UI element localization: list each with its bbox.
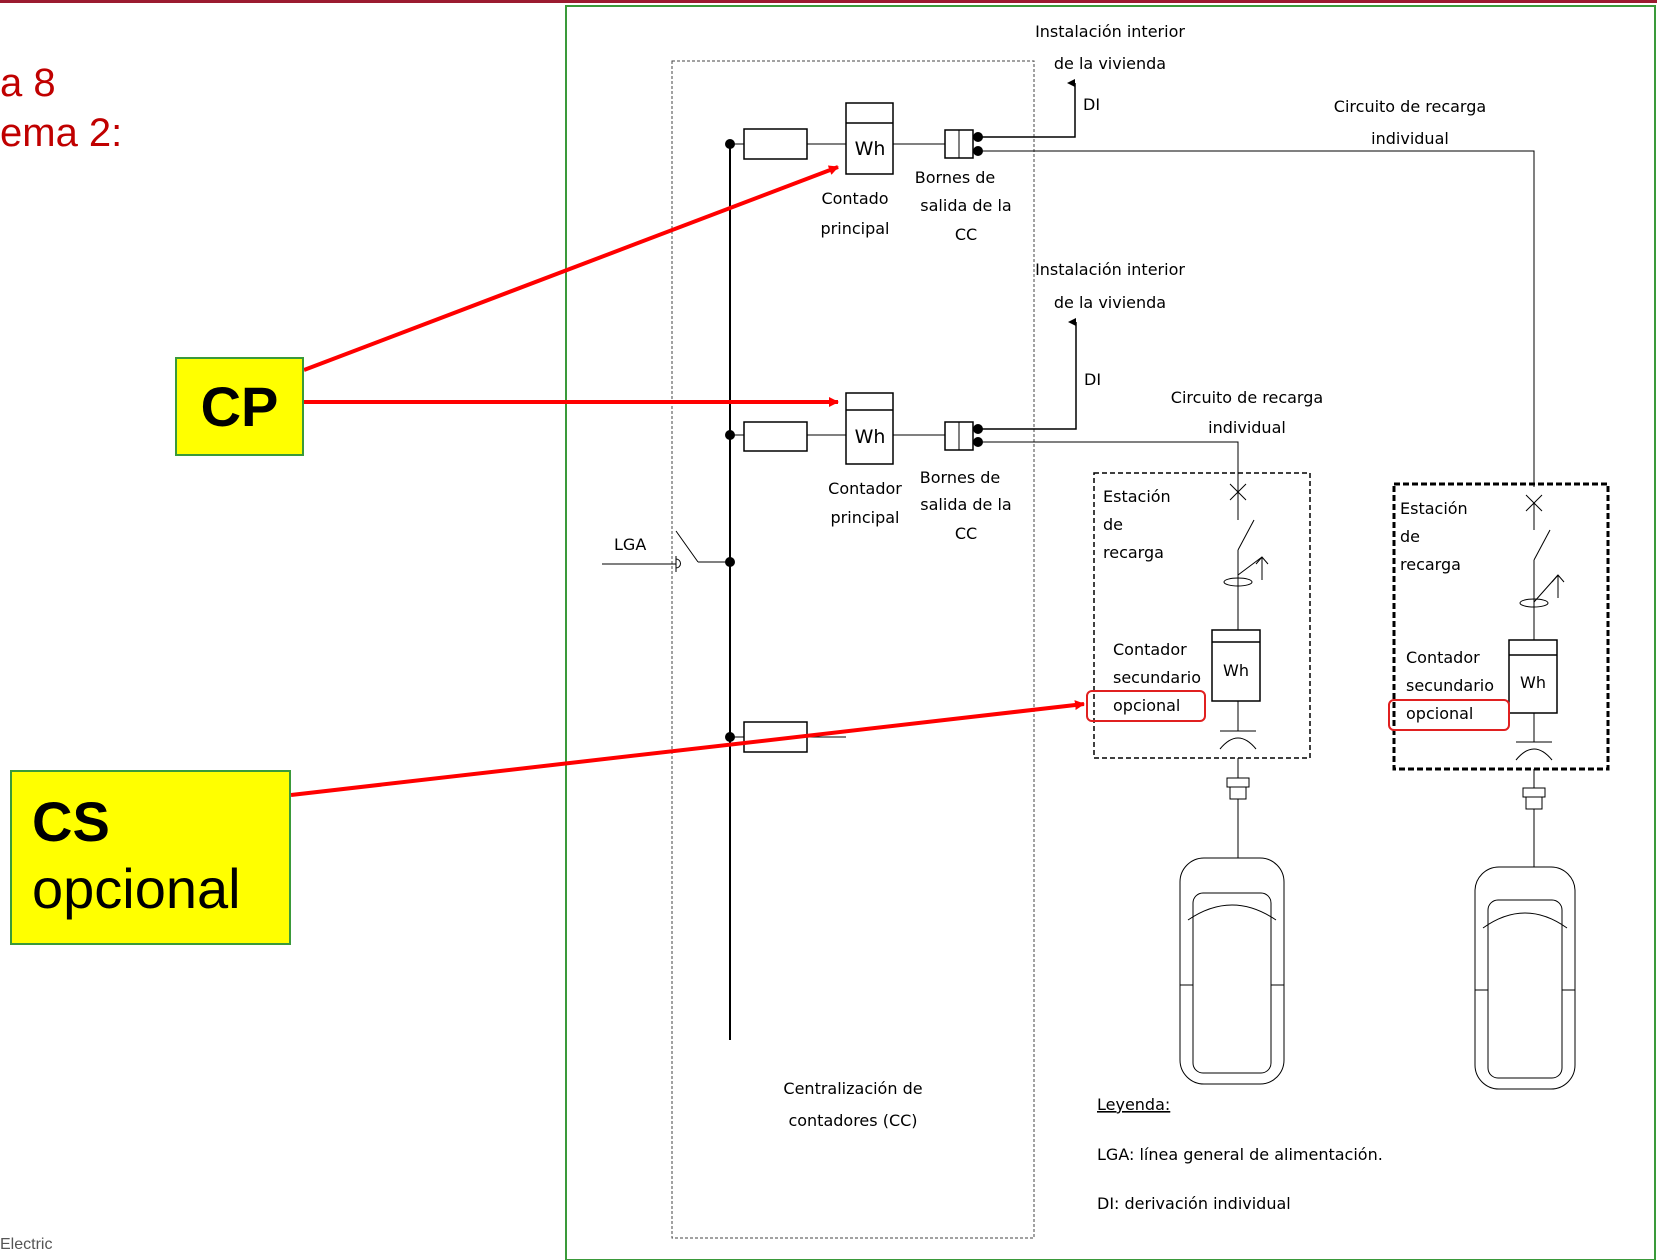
circuit-mid-line1: Circuito de recarga <box>1171 388 1323 407</box>
di-mid: DI <box>1084 370 1101 389</box>
sec-left-label-1: Contador <box>1113 640 1187 659</box>
terminals-top-2: salida de la <box>920 196 1011 215</box>
sec-meter-right-wh: Wh <box>1520 673 1546 692</box>
sec-right-label-3: opcional <box>1406 704 1473 723</box>
circuit-mid-line2: individual <box>1208 418 1286 437</box>
top-branch: Wh <box>725 79 1535 487</box>
footer-text: Electric <box>0 1236 53 1253</box>
main-meter-top <box>845 102 894 175</box>
station-left-label-1: Estación <box>1103 487 1171 506</box>
meter-label-top-2: principal <box>821 219 890 238</box>
station-left-label-3: recarga <box>1103 543 1164 562</box>
callout-cs-line2: opcional <box>32 857 241 920</box>
meter-label-mid-2: principal <box>831 508 900 527</box>
arrow-cp-top <box>303 165 839 372</box>
slide-title-line-2: ema 2: <box>0 111 123 155</box>
dest-top-line2: de la vivienda <box>1054 54 1166 73</box>
meter-label-top-1: Contado <box>821 189 888 208</box>
terminals-top-1: Bornes de <box>915 168 995 187</box>
cc-enclosure <box>671 60 1035 1239</box>
dest-top-line1: Instalación interior <box>1035 22 1185 41</box>
meter-wh-top: Wh <box>855 138 886 160</box>
top-rule <box>0 0 1657 3</box>
sec-left-label-2: secundario <box>1113 668 1201 687</box>
dest-mid-line1: Instalación interior <box>1035 260 1185 279</box>
dest-mid-line2: de la vivienda <box>1054 293 1166 312</box>
diagram-frame <box>565 5 1656 1260</box>
meter-wh-mid: Wh <box>855 426 886 448</box>
lga-label: LGA <box>614 535 646 554</box>
mid-branch: Wh <box>725 318 1239 492</box>
callout-cp: CP <box>175 357 304 456</box>
circuit-top-line1: Circuito de recarga <box>1334 97 1486 116</box>
sec-right-label-1: Contador <box>1406 648 1480 667</box>
sec-right-label-2: secundario <box>1406 676 1494 695</box>
highlight-opcional-right <box>1388 699 1510 731</box>
legend-title: Leyenda: <box>1097 1095 1170 1114</box>
station-right: Wh <box>1392 482 1610 1090</box>
callout-cs: CS opcional <box>10 770 291 945</box>
station-right-label-2: de <box>1400 527 1420 546</box>
terminals-top-3: CC <box>955 225 977 244</box>
meter-label-mid-1: Contador <box>828 479 902 498</box>
terminals-mid-1: Bornes de <box>920 468 1000 487</box>
legend-lga: LGA: línea general de alimentación. <box>1097 1145 1383 1164</box>
station-right-label-3: recarga <box>1400 555 1461 574</box>
terminals-mid-3: CC <box>955 524 977 543</box>
station-left: Wh <box>1093 472 1311 1085</box>
sec-meter-left-wh: Wh <box>1223 661 1249 680</box>
callout-cs-line1: CS <box>32 790 110 853</box>
cc-label-1: Centralización de <box>783 1079 922 1098</box>
sec-left-label-3: opcional <box>1113 696 1180 715</box>
legend-di: DI: derivación individual <box>1097 1194 1291 1213</box>
arrow-cs <box>290 700 1085 797</box>
callout-cp-text: CP <box>200 375 279 438</box>
di-top: DI <box>1083 95 1100 114</box>
highlight-opcional-left <box>1086 690 1206 722</box>
main-meter-mid <box>845 392 894 465</box>
circuit-top-line2: individual <box>1371 129 1449 148</box>
terminals-mid-2: salida de la <box>920 495 1011 514</box>
slide-title: a 8 ema 2: <box>0 58 122 158</box>
lga-switch <box>602 530 735 572</box>
station-right-label-1: Estación <box>1400 499 1468 518</box>
slide-title-line-1: a 8 <box>0 61 56 105</box>
station-left-label-2: de <box>1103 515 1123 534</box>
cc-label-2: contadores (CC) <box>788 1111 917 1130</box>
